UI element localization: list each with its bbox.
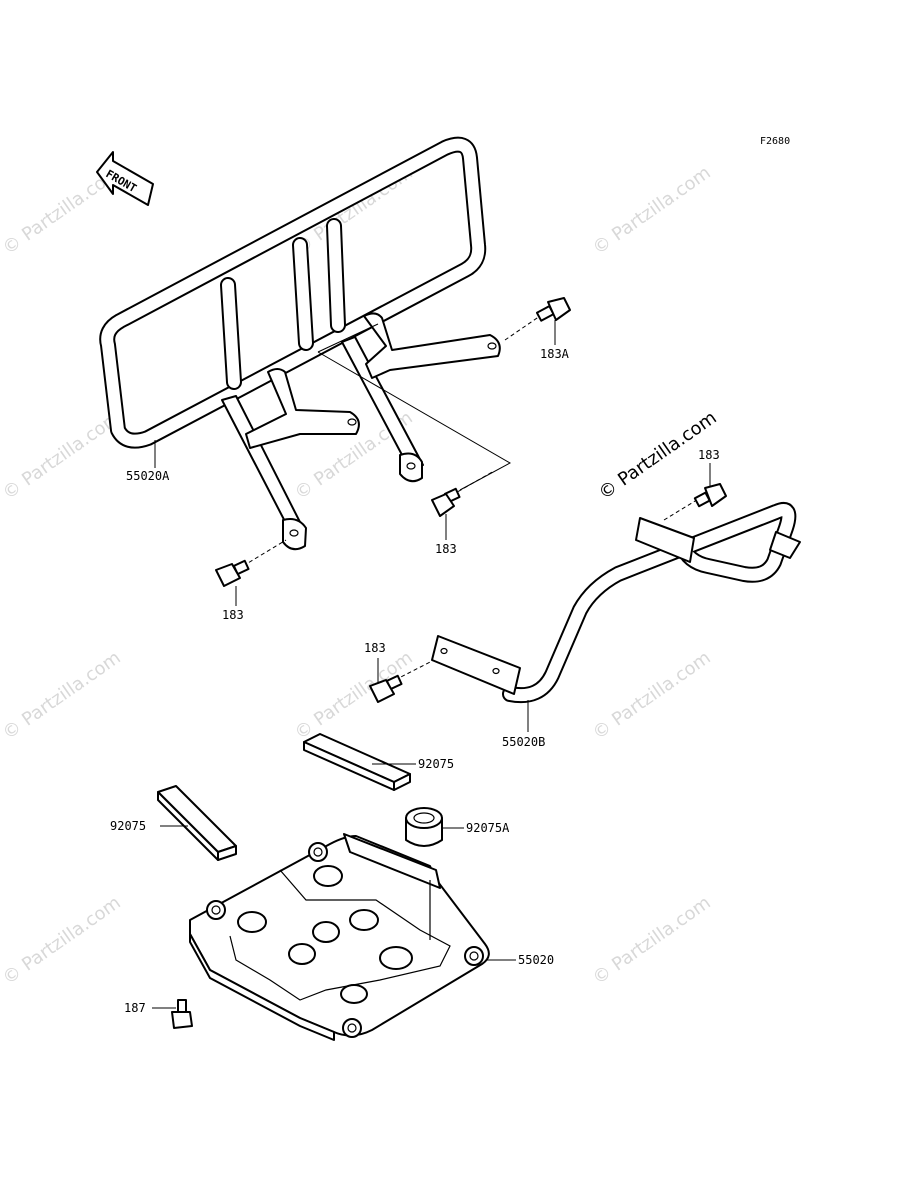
callout-92075-upper: 92075 [418,757,454,771]
watermark: © Partzilla.com [589,162,715,259]
rear-guard-55020a [99,136,512,551]
pad-92075-left [157,785,237,861]
callout-92075a: 92075A [466,821,510,835]
front-guard-55020b [431,502,801,704]
bolt-187-icon [171,999,193,1029]
front-arrow-icon: FRONT [96,151,154,206]
watermark: © Partzilla.com [291,647,417,744]
callout-183-right: 183 [698,448,720,462]
watermark: © Partzilla.com [589,892,715,989]
callout-187: 187 [124,1001,146,1015]
bolt-183-lower-icon [369,657,439,703]
callout-183-mid: 183 [435,542,457,556]
callout-55020: 55020 [518,953,554,967]
callout-183-left: 183 [222,608,244,622]
callout-183a: 183A [540,347,570,361]
figure-code: F2680 [760,136,790,147]
skid-plate-55020 [189,833,490,1041]
callout-labels: 55020A 183A 183 183 183 183 55020B 92075… [110,347,720,1015]
callout-92075-left: 92075 [110,819,146,833]
watermark: © Partzilla.com [0,407,125,504]
pad-92075-upper [303,733,411,791]
callout-55020a: 55020A [126,469,170,483]
bolt-183-left-icon [215,539,287,587]
callout-183-lower: 183 [364,641,386,655]
bolt-183a-icon [504,297,571,341]
watermark: © Partzilla.com [0,647,125,744]
bushing-92075a [405,807,443,847]
leader-lines [152,320,711,1009]
bolt-183-mid-icon [431,470,495,517]
callout-55020b: 55020B [502,735,545,749]
watermark: © Partzilla.com [589,647,715,744]
bolt-183-right-icon [663,483,727,521]
watermark: © Partzilla.com [0,892,125,989]
